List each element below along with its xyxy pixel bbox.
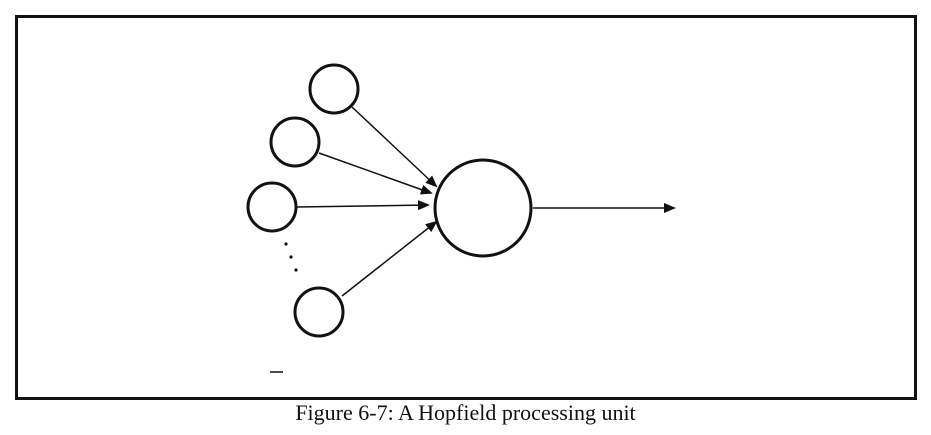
- input-node-3: [246, 181, 298, 233]
- figure-frame: [15, 15, 917, 400]
- connection-arrow-2: [318, 152, 433, 195]
- input-node-4: [293, 286, 345, 338]
- processing-unit: [433, 158, 533, 258]
- figure-caption: Figure 6-7: A Hopfield processing unit: [295, 400, 636, 425]
- connection-arrow-3: [296, 200, 430, 211]
- input-node-2: [269, 116, 321, 168]
- input-node-1: [308, 63, 360, 115]
- connection-arrow-1: [351, 106, 438, 188]
- ellipsis-dots: [284, 242, 298, 272]
- connection-arrow-4: [341, 220, 438, 297]
